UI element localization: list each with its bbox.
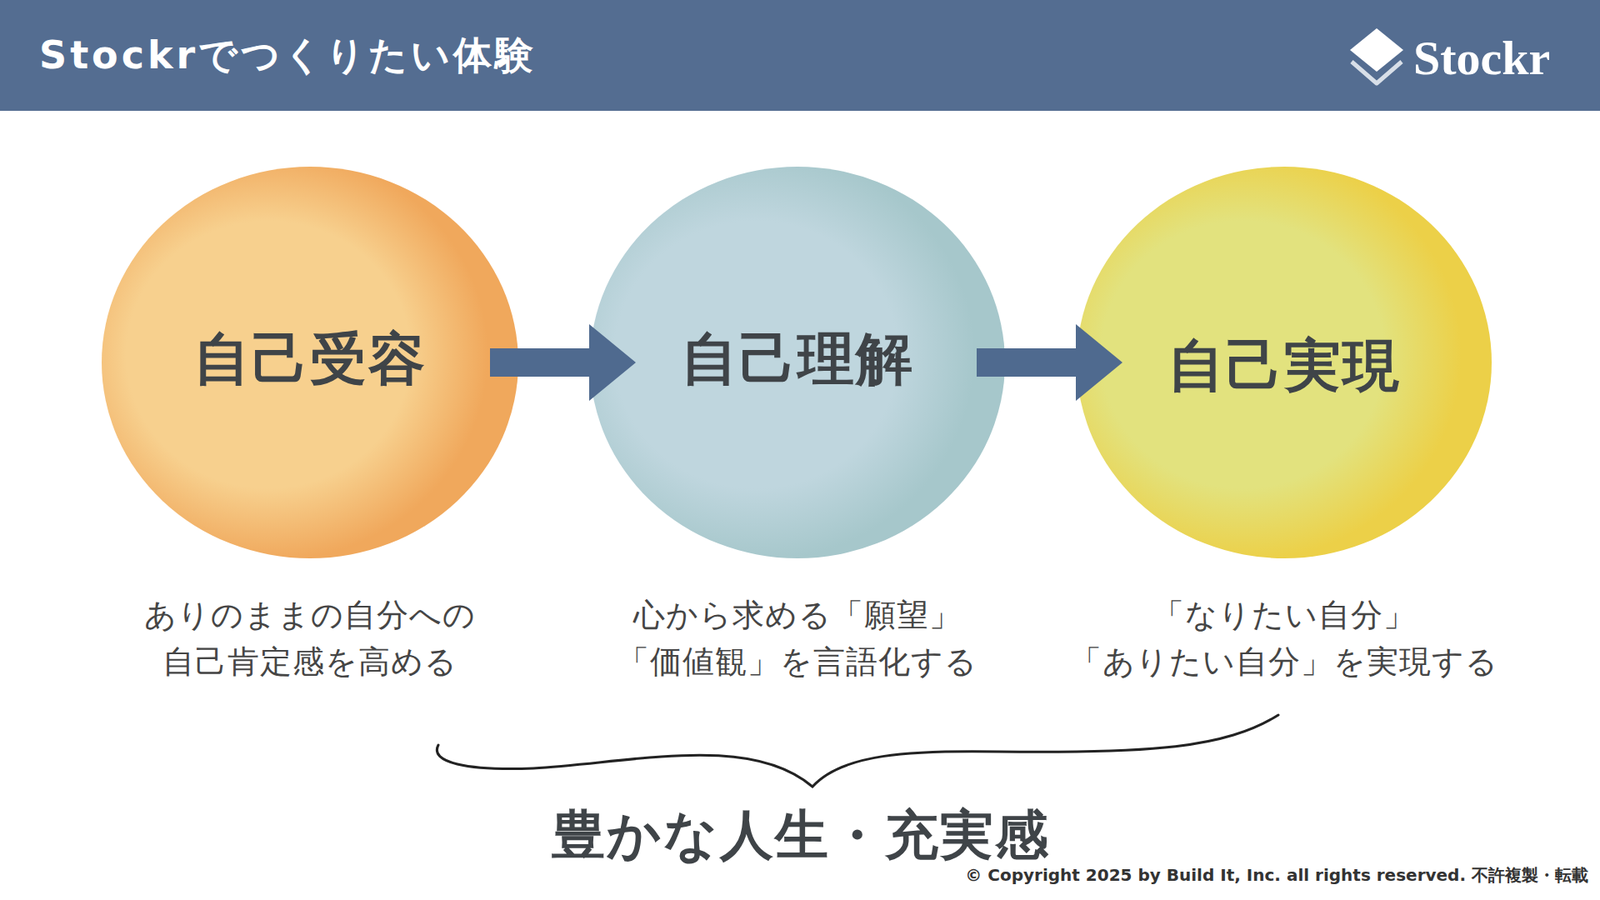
node-description: ありのままの自分への 自己肯定感を高める xyxy=(88,591,532,685)
title-text: Stockrでつくりたい体験 xyxy=(39,31,537,79)
copyright-note: © Copyright 2025 by Build It, Inc. all r… xyxy=(965,863,1589,887)
logo-icon xyxy=(1346,26,1407,90)
circle-node: 自己実現「なりたい自分」 「ありたい自分」を実現する xyxy=(1076,166,1492,559)
node-description: 心から求める「願望」 「価値観」を言語化する xyxy=(575,591,1020,685)
node-description: 「なりたい自分」 「ありたい自分」を実現する xyxy=(1062,591,1506,685)
circle-node: 自己理解心から求める「願望」 「価値観」を言語化する xyxy=(590,166,1005,559)
node-heading: 自己理解 xyxy=(590,163,1005,555)
summary-label: 豊かな人生・充実感 xyxy=(551,801,1050,869)
logo-text: Stockr xyxy=(1413,30,1550,87)
node-heading: 自己実現 xyxy=(1076,170,1492,562)
circle-node: 自己受容ありのままの自分への 自己肯定感を高める xyxy=(101,166,519,559)
node-heading: 自己受容 xyxy=(101,163,519,555)
